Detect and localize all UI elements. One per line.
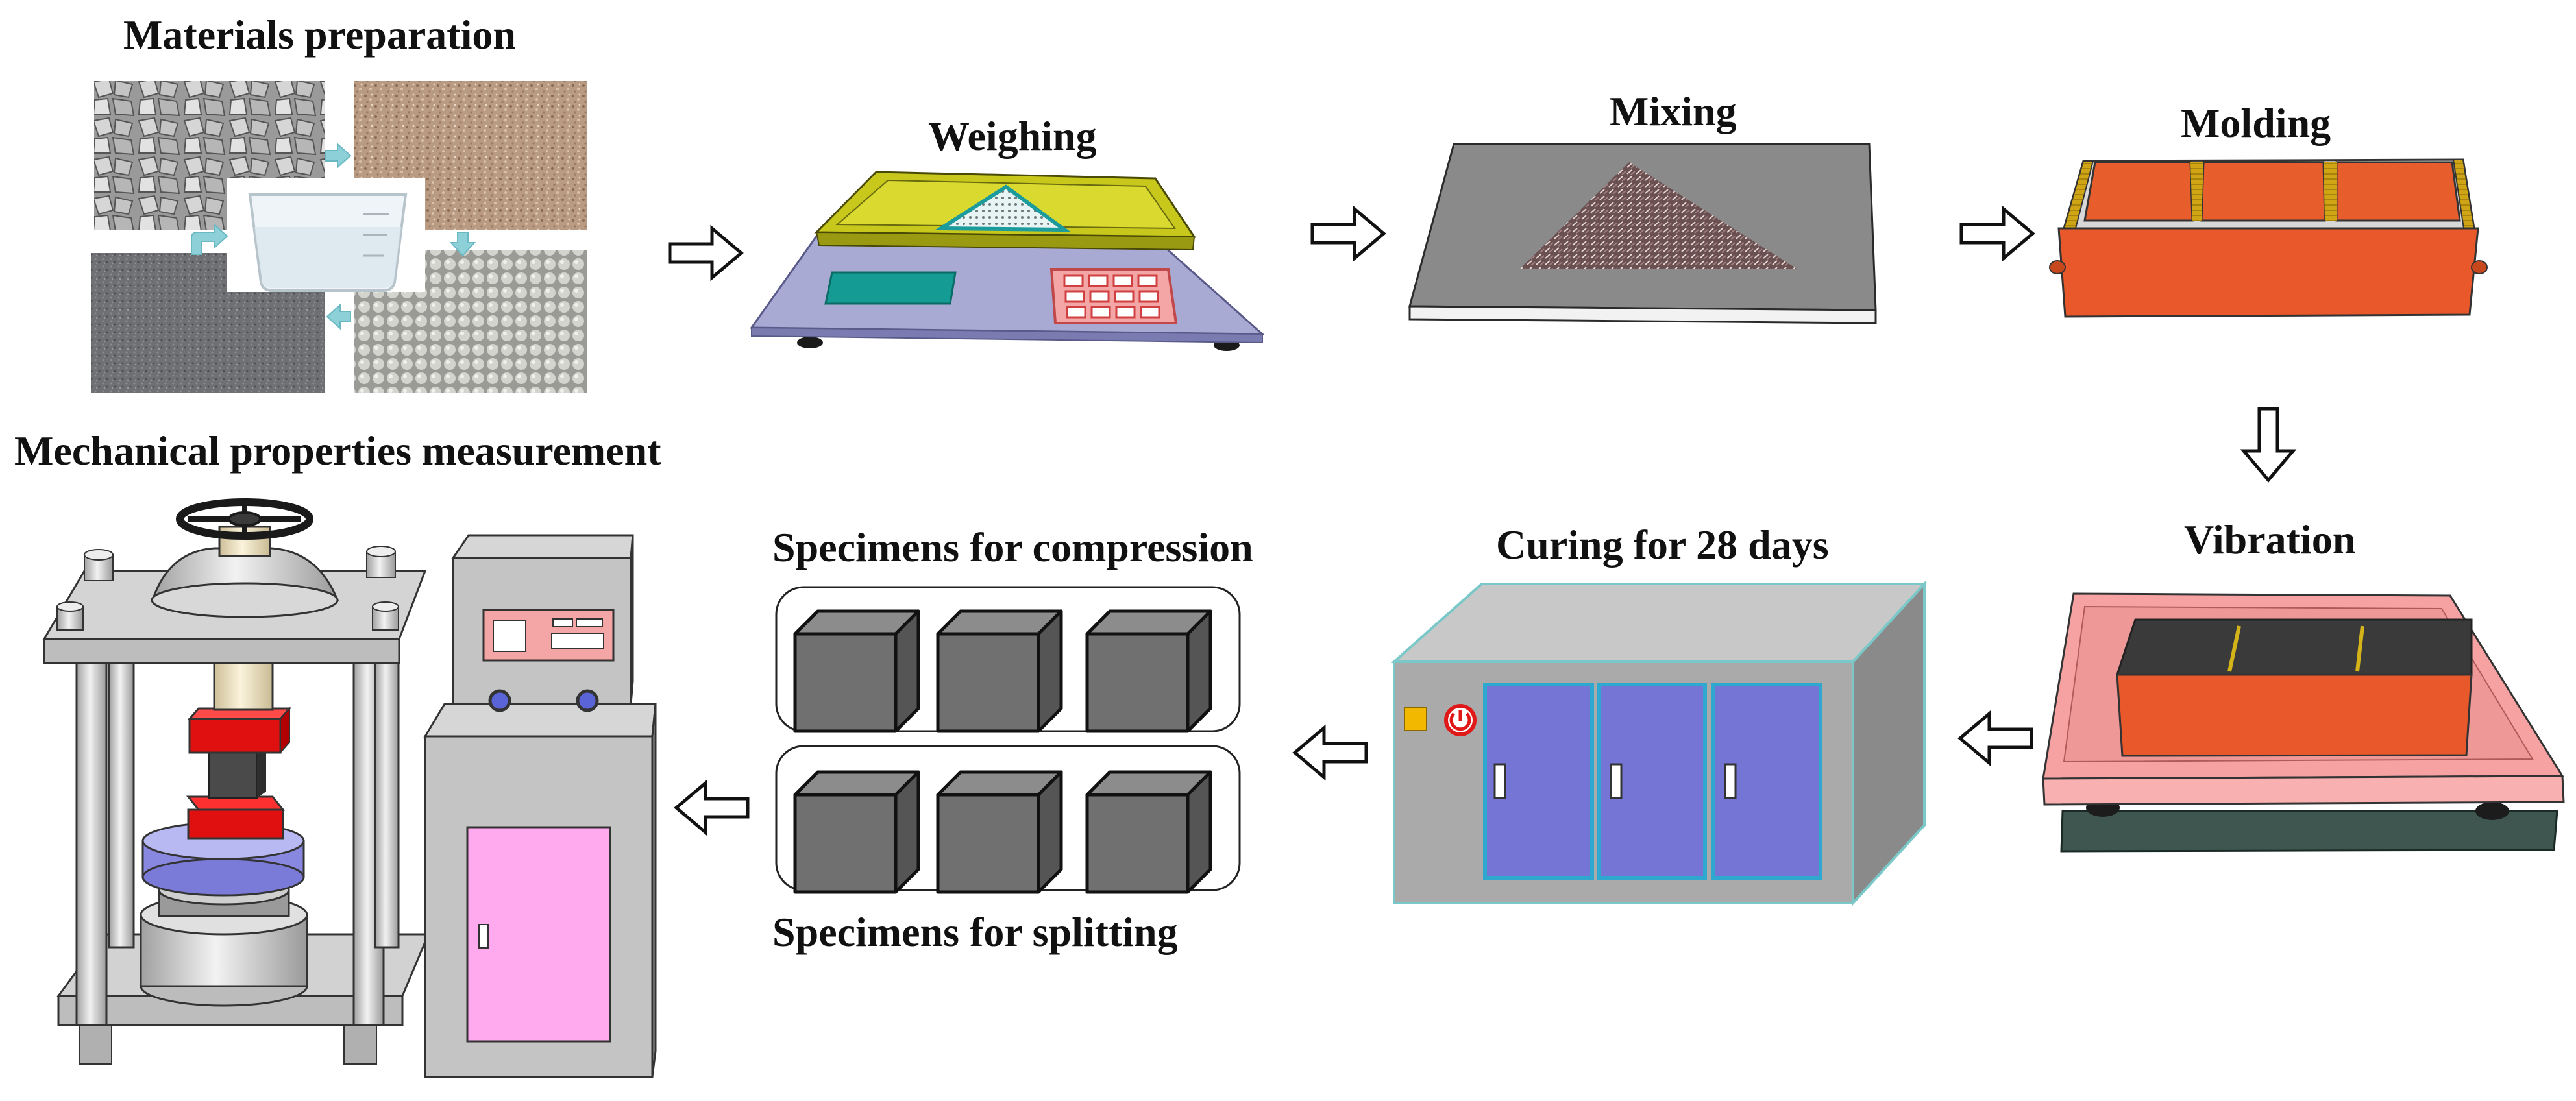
label-specimens-splitting: Specimens for splitting bbox=[772, 909, 1178, 955]
label-specimens-compression: Specimens for compression bbox=[772, 524, 1253, 570]
label-mixing: Mixing bbox=[1610, 88, 1737, 134]
specimen-cube bbox=[793, 609, 920, 733]
specimen-cube bbox=[1085, 770, 1212, 894]
console-knob-right bbox=[576, 689, 599, 712]
label-materials-preparation: Materials preparation bbox=[123, 12, 516, 58]
console-knob-left bbox=[488, 689, 511, 712]
sample-pile bbox=[934, 184, 1071, 232]
hollow-arrow-icon bbox=[1292, 724, 1368, 781]
specimen-cube bbox=[1085, 609, 1212, 733]
weighing-scale bbox=[750, 171, 1265, 351]
mixing-board bbox=[1408, 143, 1877, 324]
handwheel-icon bbox=[176, 498, 313, 540]
scale-display bbox=[824, 271, 957, 305]
specimen-cube bbox=[793, 770, 920, 894]
label-mechanical-measurement: Mechanical properties measurement bbox=[14, 428, 661, 474]
power-button-icon bbox=[1444, 704, 1477, 736]
steel-mold bbox=[2049, 158, 2488, 318]
materials-photos bbox=[91, 81, 587, 393]
label-molding: Molding bbox=[2181, 100, 2331, 146]
hollow-arrow-icon bbox=[668, 224, 744, 282]
hollow-arrow-icon bbox=[2240, 407, 2297, 483]
water-beaker bbox=[227, 178, 425, 292]
specimen-cube bbox=[936, 770, 1063, 894]
console-door bbox=[466, 826, 611, 1043]
hollow-arrow-icon bbox=[1959, 205, 2035, 262]
label-vibration: Vibration bbox=[2184, 516, 2356, 563]
scale-keypad bbox=[1049, 268, 1178, 324]
compression-machine bbox=[42, 498, 657, 1078]
hollow-arrow-icon bbox=[1957, 710, 2033, 767]
hollow-arrow-icon bbox=[674, 779, 750, 836]
vibration-table bbox=[2042, 592, 2565, 853]
hollow-arrow-icon bbox=[1310, 205, 1386, 262]
cycle-arrows bbox=[191, 142, 476, 330]
cabinet-indicator bbox=[1404, 707, 1427, 731]
curing-cabinet bbox=[1390, 580, 1928, 907]
specimen-cube bbox=[936, 609, 1063, 733]
cabinet-doors bbox=[1483, 683, 1822, 880]
specimen-cubes bbox=[793, 609, 1212, 894]
label-curing: Curing for 28 days bbox=[1496, 522, 1829, 568]
mixture-pile bbox=[1520, 162, 1797, 269]
label-weighing: Weighing bbox=[928, 113, 1097, 159]
flow-arrows bbox=[668, 205, 2297, 836]
